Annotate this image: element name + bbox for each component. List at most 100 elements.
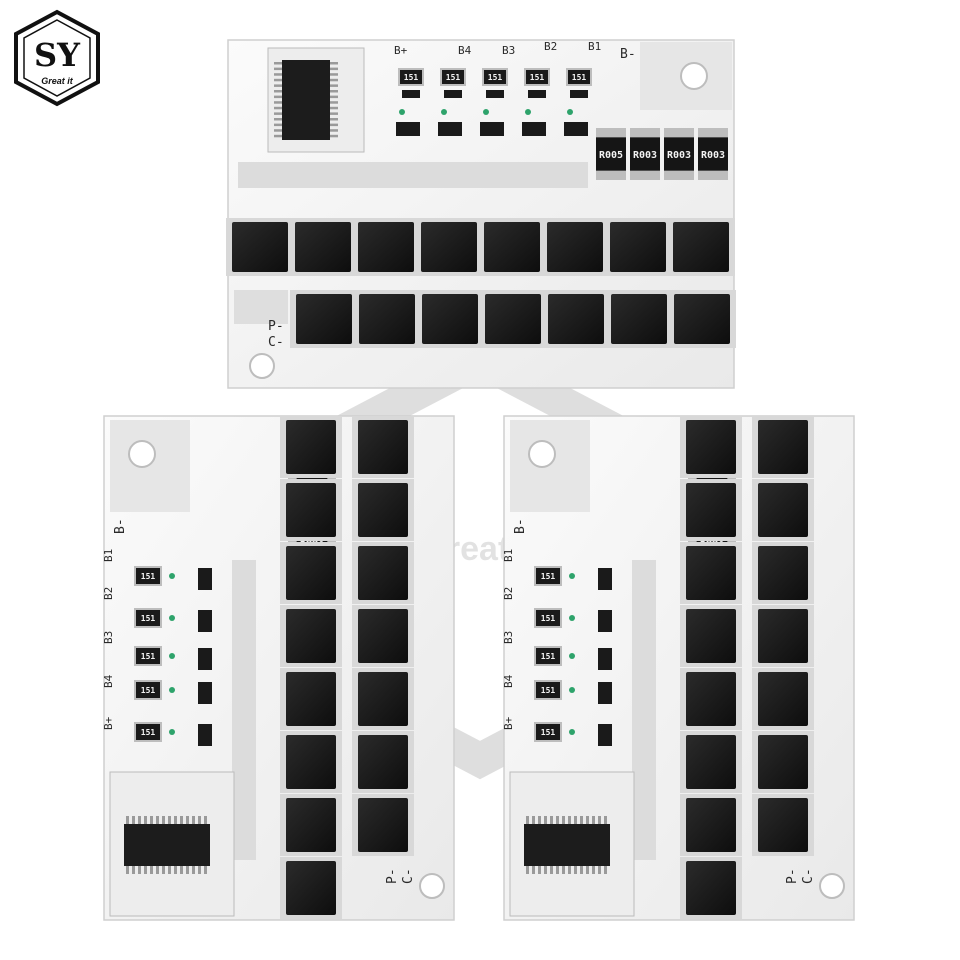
svg-text:151: 151	[572, 73, 587, 82]
left-balance-led	[169, 729, 175, 735]
top-balance-transistor	[480, 122, 504, 136]
right-mosfet	[680, 857, 742, 919]
top-label-bplus: B+	[394, 44, 408, 57]
top-mosfet	[604, 218, 672, 276]
svg-text:R003: R003	[667, 150, 691, 161]
left-balance-led	[169, 615, 175, 621]
right-label-cminus: C-	[801, 868, 816, 884]
top-mosfet	[353, 290, 421, 348]
top-shunt-resistor: R003	[630, 128, 660, 180]
left-label-cminus: C-	[401, 868, 416, 884]
right-mosfet	[752, 479, 814, 541]
right-mosfet	[680, 731, 742, 793]
top-balance-resistor: 151	[566, 68, 592, 86]
left-board-controller-ic	[124, 824, 210, 866]
top-mosfet	[668, 290, 736, 348]
left-mosfet	[280, 794, 342, 856]
top-balance-transistor	[396, 122, 420, 136]
logo-letters: SY	[34, 36, 81, 74]
right-mosfet	[680, 479, 742, 541]
left-balance-transistor	[198, 682, 212, 704]
top-mosfet	[667, 218, 735, 276]
left-mosfet	[280, 857, 342, 919]
top-balance-resistor-lower	[444, 90, 462, 98]
right-balance-transistor	[598, 568, 612, 590]
top-mosfet	[478, 218, 546, 276]
left-mosfet	[280, 479, 342, 541]
right-label-bminus: B-	[513, 518, 528, 534]
svg-text:151: 151	[541, 572, 556, 581]
top-balance-transistor	[438, 122, 462, 136]
left-balance-led	[169, 653, 175, 659]
right-balance-led	[569, 653, 575, 659]
right-balance-transistor	[598, 648, 612, 670]
left-mosfet	[280, 416, 342, 478]
top-label-b4: B4	[458, 44, 472, 57]
top-shunt-resistor: R005	[596, 128, 626, 180]
left-mosfet	[352, 605, 414, 667]
left-label-bminus: B-	[113, 518, 128, 534]
top-board-mount-hole	[680, 62, 708, 90]
left-board-mount-hole-2	[419, 873, 445, 899]
top-balance-transistor	[564, 122, 588, 136]
right-mosfet	[752, 542, 814, 604]
right-label-b3: B3	[502, 631, 515, 644]
svg-text:151: 151	[141, 652, 156, 661]
left-mosfet	[280, 668, 342, 730]
right-balance-resistor: 151	[534, 646, 562, 666]
top-balance-led	[441, 109, 447, 115]
svg-text:R003: R003	[633, 150, 657, 161]
left-mosfet	[280, 731, 342, 793]
top-balance-resistor: 151	[398, 68, 424, 86]
top-shunt-resistor: R003	[664, 128, 694, 180]
top-mosfet	[289, 218, 357, 276]
right-label-bplus: B+	[502, 716, 515, 730]
top-label-b3: B3	[502, 44, 515, 57]
right-balance-led	[569, 687, 575, 693]
top-mosfet	[352, 218, 420, 276]
right-mosfet	[752, 794, 814, 856]
svg-text:151: 151	[541, 728, 556, 737]
top-mosfet	[542, 290, 610, 348]
top-balance-resistor-lower	[528, 90, 546, 98]
left-board-mount-hole	[128, 440, 156, 468]
right-mosfet	[752, 731, 814, 793]
left-mosfet	[352, 794, 414, 856]
left-mosfet	[352, 731, 414, 793]
left-label-pminus: P-	[385, 868, 400, 884]
left-balance-resistor: 151	[134, 646, 162, 666]
right-board-mount-hole-2	[819, 873, 845, 899]
right-label-b1: B1	[502, 549, 515, 562]
right-balance-transistor	[598, 682, 612, 704]
left-mosfet	[280, 542, 342, 604]
top-balance-led	[483, 109, 489, 115]
right-mosfet	[680, 668, 742, 730]
left-balance-transistor	[198, 724, 212, 746]
right-label-pminus: P-	[785, 868, 800, 884]
top-board-mount-hole-2	[249, 353, 275, 379]
right-board-mount-hole	[528, 440, 556, 468]
svg-text:151: 151	[141, 614, 156, 623]
top-mosfet	[415, 218, 483, 276]
right-mosfet	[680, 542, 742, 604]
left-mosfet	[352, 668, 414, 730]
left-balance-resistor: 151	[134, 608, 162, 628]
svg-text:151: 151	[541, 686, 556, 695]
top-mosfet	[541, 218, 609, 276]
svg-text:151: 151	[530, 73, 545, 82]
top-balance-resistor: 151	[482, 68, 508, 86]
left-balance-led	[169, 573, 175, 579]
left-balance-transistor	[198, 568, 212, 590]
brand-logo: SY Great it	[14, 9, 100, 107]
left-label-bplus: B+	[102, 716, 115, 730]
right-balance-resistor: 151	[534, 566, 562, 586]
svg-text:151: 151	[446, 73, 461, 82]
top-balance-led	[567, 109, 573, 115]
top-label-b1: B1	[588, 40, 601, 53]
top-mosfet	[479, 290, 547, 348]
logo-hexagon	[14, 9, 100, 107]
left-balance-led	[169, 687, 175, 693]
right-board-controller-ic	[524, 824, 610, 866]
